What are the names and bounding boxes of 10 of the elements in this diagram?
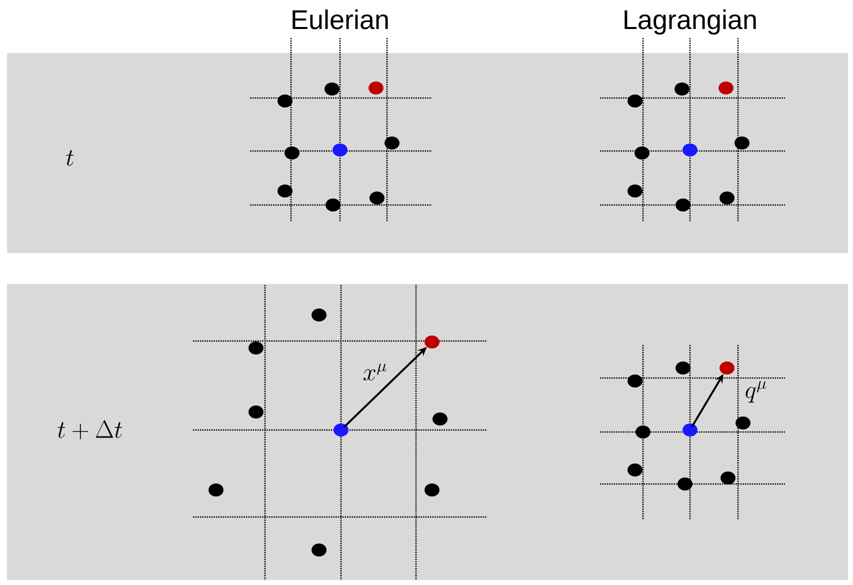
time-label: $t + \Delta t$ [58,420,122,440]
column-heading: Eulerian [292,9,388,30]
particle-dot [682,424,698,436]
edge-label: $q^{\mu}$ [746,381,766,403]
column-heading: Lagrangian [624,9,756,35]
edge-label: $x^{\mu}$ [363,364,386,380]
particle-dot [334,424,348,436]
particle-dot [720,362,734,374]
particle-dot [424,336,440,348]
time-label: $t$ [66,150,74,166]
